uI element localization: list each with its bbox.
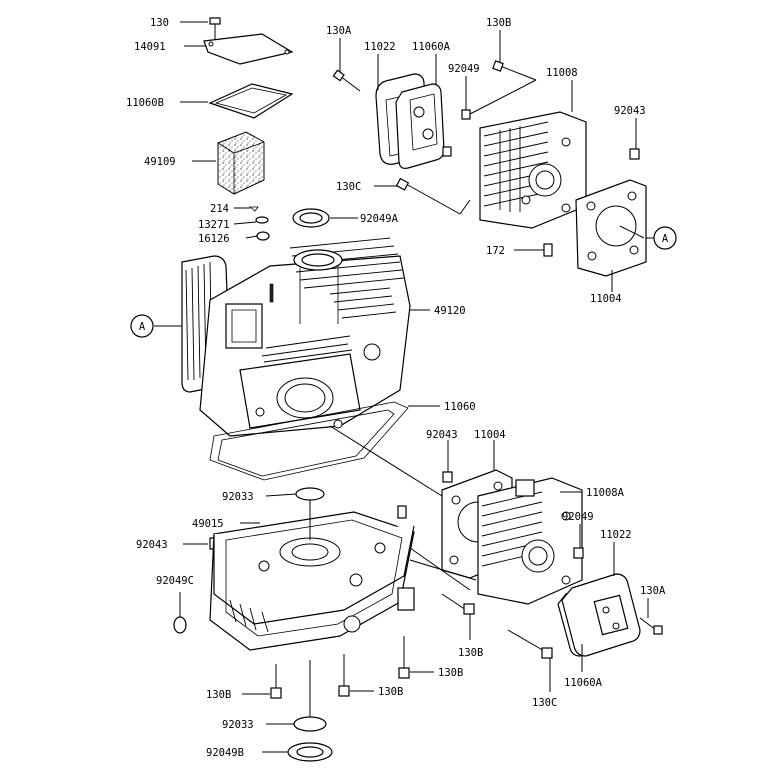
- label-130C-bottom: 130C: [532, 697, 557, 709]
- bolts-130B-bottom: [270, 636, 410, 699]
- oil-seal-92049A: [292, 208, 330, 228]
- label-130A-mid: 130A: [640, 585, 666, 597]
- dowel-92049-mid: [573, 547, 584, 559]
- label-92049-top: 92049: [448, 63, 480, 75]
- cylinder-head-11008A: [477, 477, 583, 605]
- label-130-top: 130: [150, 17, 169, 29]
- bolt-130A-mid: [639, 617, 663, 635]
- bolt-130B-top: [492, 60, 537, 81]
- label-130B-mid: 130B: [458, 647, 483, 659]
- o-ring-92033-top: [295, 487, 325, 501]
- gasket-11060B: [208, 83, 294, 119]
- bolt-130B-mid: [441, 593, 475, 615]
- oil-pan-49015: [209, 505, 415, 651]
- breather-cover-14091: [203, 33, 294, 65]
- spark-plug-172: [543, 243, 553, 257]
- small-parts-214-13271-16126: [248, 206, 270, 241]
- label-11022-mid: 11022: [600, 529, 632, 541]
- label-130C-top: 130C: [336, 181, 361, 193]
- label-92049A: 92049A: [360, 213, 399, 225]
- cylinder-head-11008: [479, 111, 587, 229]
- oil-seal-92049B: [287, 742, 333, 762]
- label-11060A-bottom: 11060A: [564, 677, 603, 689]
- alignment-lines: [309, 79, 645, 717]
- dowel-92043-mid: [442, 471, 453, 483]
- filter-element-49109: [217, 131, 265, 195]
- head-cover-11022-mid: [561, 573, 641, 657]
- label-92049-mid: 92049: [562, 511, 594, 523]
- label-11004-right: 11004: [590, 293, 622, 305]
- part-labels: 130 14091 11060B 49109 214 13271 16126 1…: [126, 17, 666, 759]
- label-49109: 49109: [144, 156, 176, 168]
- label-92033-top: 92033: [222, 491, 254, 503]
- label-11022-top: 11022: [364, 41, 396, 53]
- crankcase-gasket-11060: [209, 401, 409, 481]
- bolt-130C-bottom: [507, 629, 553, 659]
- reference-marker-a-right: A: [653, 226, 677, 250]
- label-92049B: 92049B: [206, 747, 244, 759]
- label-92049C: 92049C: [156, 575, 194, 587]
- label-16126: 16126: [198, 233, 230, 245]
- label-49015: 49015: [192, 518, 224, 530]
- reference-marker-a-left: A: [130, 314, 154, 338]
- label-49120: 49120: [434, 305, 466, 317]
- reference-letter-left: A: [139, 321, 146, 333]
- gasket-11060A-top: [395, 83, 445, 169]
- crankcase-49120: [181, 237, 411, 437]
- label-11060A-top: 11060A: [412, 41, 451, 53]
- reference-letter-right: A: [662, 233, 669, 245]
- label-92043-left: 92043: [136, 539, 168, 551]
- label-130A-top: 130A: [326, 25, 352, 37]
- label-130B-bottom-left: 130B: [206, 689, 231, 701]
- leader-lines: [154, 21, 654, 753]
- label-214: 214: [210, 203, 229, 215]
- label-130B-top: 130B: [486, 17, 511, 29]
- label-92043-mid: 92043: [426, 429, 458, 441]
- label-172: 172: [486, 245, 505, 257]
- o-ring-92033-bottom: [293, 716, 327, 732]
- bolt-130A-top: [332, 69, 361, 92]
- label-130B-bottom-right: 130B: [438, 667, 463, 679]
- label-11008A: 11008A: [586, 487, 625, 499]
- label-13271: 13271: [198, 219, 230, 231]
- label-14091: 14091: [134, 41, 166, 53]
- label-130B-bottom-center: 130B: [378, 686, 403, 698]
- seal-92049C: [173, 592, 187, 634]
- dowel-92049-top: [442, 109, 471, 157]
- label-11060: 11060: [444, 401, 476, 413]
- head-gasket-11004-right: [575, 179, 647, 277]
- label-92043-right: 92043: [614, 105, 646, 117]
- label-11004-mid: 11004: [474, 429, 506, 441]
- label-11008: 11008: [546, 67, 578, 79]
- label-92033-bottom: 92033: [222, 719, 254, 731]
- label-11060B: 11060B: [126, 97, 164, 109]
- dowel-92043-right: [629, 148, 640, 160]
- bolt-130-top: [209, 17, 221, 40]
- bolt-130C-top: [395, 177, 461, 215]
